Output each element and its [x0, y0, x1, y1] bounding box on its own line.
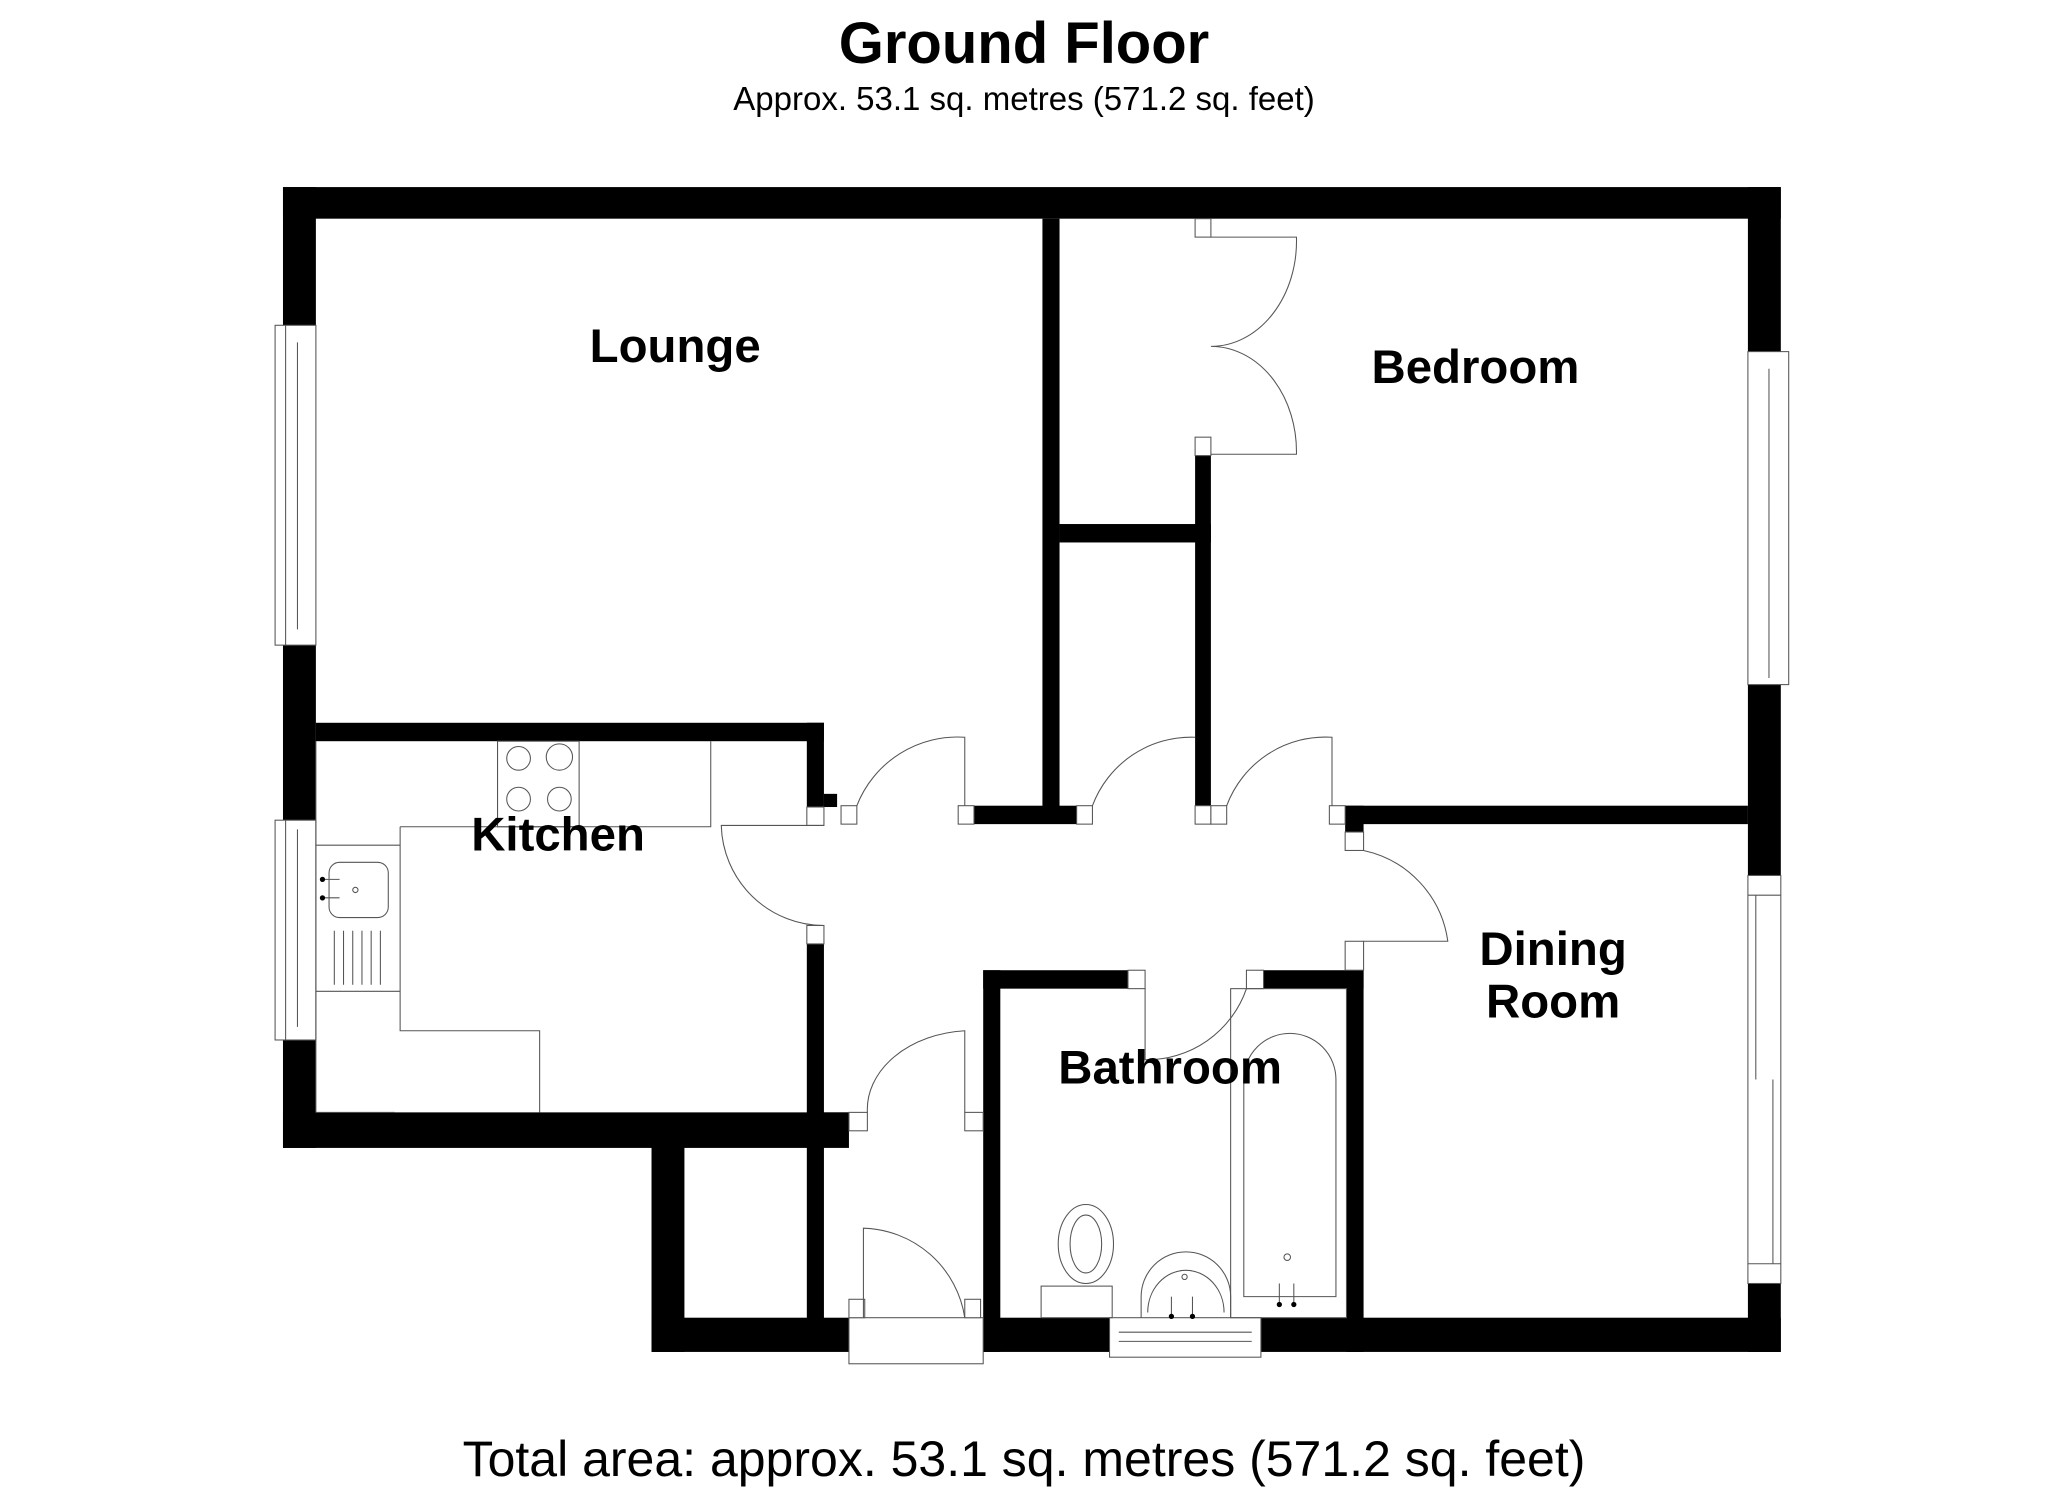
toilet-icon — [1040, 1203, 1115, 1319]
kitchen-window — [274, 819, 317, 1041]
lounge-window — [274, 324, 317, 646]
room-label-kitchen: Kitchen — [471, 808, 645, 861]
room-label-bedroom: Bedroom — [1371, 341, 1579, 394]
kitchen-door — [720, 806, 825, 945]
bedroom-door — [1210, 736, 1346, 825]
floor-title: Ground Floor — [838, 11, 1210, 76]
interior-walls — [315, 218, 1748, 1352]
store-door — [1076, 736, 1212, 825]
outer-walls — [282, 187, 1781, 1352]
bathroom-door — [1127, 969, 1265, 1061]
sink-icon — [319, 861, 389, 985]
kitchen-fixtures — [315, 740, 712, 1113]
dining-door — [1344, 831, 1449, 971]
front-door — [848, 1227, 982, 1319]
bedroom-window — [1747, 351, 1790, 686]
bath-icon — [1230, 988, 1347, 1319]
dining-window — [1747, 874, 1782, 1285]
total-area-caption: Total area: approx. 53.1 sq. metres (571… — [462, 1431, 1586, 1487]
bathroom-window — [1109, 1317, 1262, 1358]
windows — [274, 324, 1790, 1365]
floor-area-subtitle: Approx. 53.1 sq. metres (571.2 sq. feet) — [733, 80, 1315, 117]
bathroom-fixtures — [1040, 988, 1347, 1320]
hob-icon — [496, 740, 580, 828]
doors[interactable] — [720, 218, 1449, 1319]
lounge-door — [840, 736, 975, 825]
room-label-bathroom: Bathroom — [1058, 1041, 1282, 1094]
room-label-lounge: Lounge — [590, 320, 761, 373]
front-door-step — [848, 1317, 984, 1365]
hall-inner-door — [848, 1030, 984, 1132]
wardrobe-doors — [1194, 218, 1297, 457]
room-label-dining-line2: Room — [1486, 976, 1620, 1029]
basin-icon — [1140, 1251, 1232, 1320]
room-label-dining: Dining — [1479, 923, 1626, 976]
